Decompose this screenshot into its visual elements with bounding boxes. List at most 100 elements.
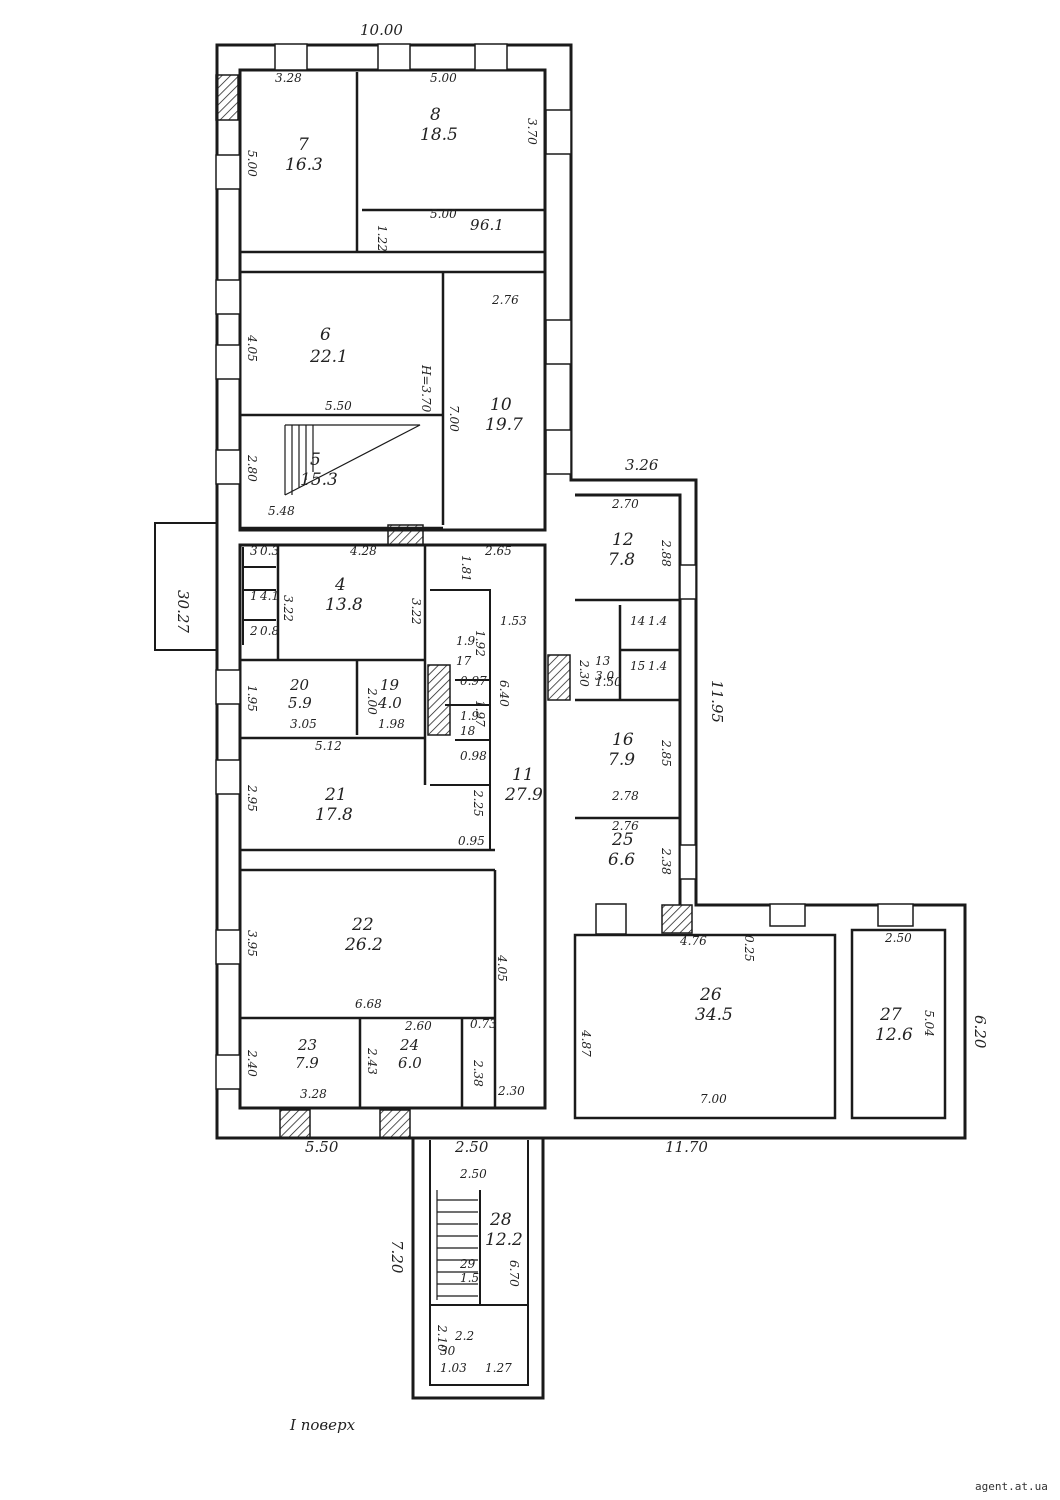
room-10-number: 10: [490, 395, 512, 415]
dim: 2.00: [365, 687, 379, 715]
room-25-area: 6.6: [608, 850, 635, 870]
dim: 1.81: [459, 555, 473, 582]
dim: 2.60: [404, 1019, 432, 1033]
watermark: agent.at.ua: [975, 1480, 1048, 1493]
room-1: 1: [250, 589, 258, 603]
dim: 1.97: [473, 700, 487, 727]
dim: 2.95: [245, 784, 259, 812]
room-9: 9: [470, 216, 480, 234]
dim: 3.22: [409, 598, 423, 625]
room-13-area: 3.0: [595, 669, 614, 683]
inner-wall: [575, 493, 682, 905]
dim-top: 10.00: [360, 21, 403, 39]
dim: 1.92: [473, 630, 487, 657]
room-9-area: 6.1: [480, 216, 504, 234]
stair-wing: [411, 1138, 545, 1400]
room-28-area: 12.2: [485, 1230, 523, 1250]
room-19-number: 19: [380, 676, 400, 694]
dim: 0.97: [460, 674, 487, 688]
room-22-number: 22: [351, 915, 374, 935]
dim: 1.27: [485, 1361, 512, 1375]
dim-bottom-right: 11.70: [665, 1138, 708, 1156]
room-14: 14: [630, 614, 645, 628]
dim: 1.22: [375, 225, 389, 252]
dim: 2.38: [659, 847, 673, 875]
room-29: 29: [459, 1257, 476, 1271]
dim: 6.40: [497, 680, 511, 707]
dim: 2.88: [659, 539, 673, 567]
dim: 3.05: [290, 717, 317, 731]
dim: 5.04: [922, 1010, 936, 1037]
room-17: 17: [456, 654, 472, 668]
room-8-number: 8: [430, 105, 441, 125]
dim: 0.73: [470, 1017, 497, 1031]
dim: 2.70: [611, 497, 639, 511]
room-21-number: 21: [324, 785, 347, 805]
dim: 2.65: [484, 544, 512, 558]
dim: H=3.70: [419, 364, 433, 413]
dim: 2.85: [659, 739, 673, 767]
room-12-area: 7.8: [608, 550, 635, 570]
dim-stair-len: 7.20: [388, 1240, 406, 1274]
dim: 2.78: [611, 789, 639, 803]
room-19-area: 4.0: [377, 694, 402, 712]
dim: 2.50: [884, 931, 912, 945]
floor-caption: I поверх: [289, 1416, 356, 1434]
room-24-area: 6.0: [398, 1054, 422, 1072]
dim: 7.00: [447, 405, 461, 432]
room-3: 3: [250, 544, 258, 558]
room-27-area: 12.6: [875, 1025, 913, 1045]
dim: 2.80: [245, 454, 259, 482]
room-10-area: 19.7: [485, 415, 523, 435]
dim: 2.10: [435, 1324, 449, 1352]
room-18-area: 1.9: [460, 709, 479, 723]
dim: 3.28: [300, 1087, 327, 1101]
dim: 5.00: [430, 207, 457, 221]
room-26-number: 26: [699, 985, 722, 1005]
dim: 0.25: [742, 935, 756, 962]
dim: 4.05: [495, 954, 509, 982]
dim: 5.12: [315, 739, 342, 753]
dim: 3.22: [281, 595, 295, 622]
dim: 1.03: [440, 1361, 467, 1375]
room-15: 15: [630, 659, 645, 673]
dim: 1.53: [500, 614, 527, 628]
room-16-number: 16: [612, 730, 634, 750]
room-18: 18: [460, 724, 476, 738]
dim: 6.68: [355, 997, 382, 1011]
inner-wall: [238, 543, 547, 1110]
room-20-number: 20: [289, 676, 310, 694]
room-1-area: 4.1: [259, 589, 279, 603]
dim: 2.50: [459, 1167, 487, 1181]
dim: 7.00: [700, 1092, 727, 1106]
room-24-number: 24: [399, 1036, 419, 1054]
room-12-number: 12: [612, 530, 634, 550]
room-21-area: 17.8: [315, 805, 353, 825]
room-3-area: 0.3: [260, 544, 279, 558]
dim-bottom-left: 5.50: [305, 1138, 339, 1156]
dim: 0.98: [460, 749, 487, 763]
dim-left-total: 30.27: [174, 590, 192, 633]
dim: 2.38: [471, 1059, 485, 1087]
dim: 3.28: [275, 71, 302, 85]
room-17-area: 1.9: [456, 634, 475, 648]
room-14-area: 1.4: [648, 614, 667, 628]
room-28-number: 28: [489, 1210, 512, 1230]
dim: 3.95: [245, 930, 259, 957]
room-20-area: 5.9: [288, 694, 312, 712]
dim: 1.50: [595, 675, 622, 689]
room-6-area: 22.1: [309, 347, 348, 367]
dim: 5.00: [245, 150, 259, 177]
room-5-area: 15.3: [300, 470, 338, 490]
room-4-number: 4: [334, 575, 346, 595]
dim-right-total: 6.20: [971, 1015, 989, 1049]
room-23-number: 23: [297, 1036, 317, 1054]
dim: 1.95: [245, 685, 259, 712]
room-11-number: 11: [512, 765, 534, 785]
dim-east-top: 3.26: [625, 456, 659, 474]
room-13: 13: [595, 654, 611, 668]
dim: 4.05: [245, 334, 259, 362]
room-25-number: 25: [611, 830, 634, 850]
dim: 4.76: [679, 934, 707, 948]
